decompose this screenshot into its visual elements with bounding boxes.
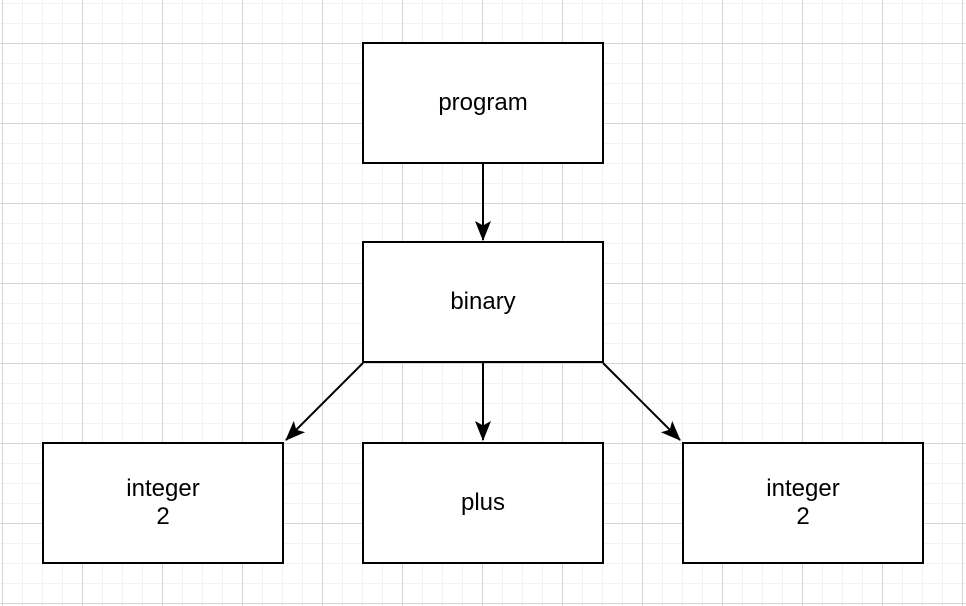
node-integer-right-label: integer: [766, 475, 840, 503]
node-binary[interactable]: binary: [362, 241, 604, 363]
node-integer-right-value: 2: [796, 503, 810, 530]
node-integer-left-label: integer: [126, 475, 200, 503]
node-plus[interactable]: plus: [362, 442, 604, 564]
edge-binary-to-integer-left: [285, 362, 364, 441]
node-binary-label: binary: [450, 288, 516, 316]
node-integer-left-value: 2: [156, 503, 170, 530]
node-plus-label: plus: [460, 489, 506, 517]
node-integer-left[interactable]: integer 2: [42, 442, 284, 564]
node-program[interactable]: program: [362, 42, 604, 164]
edge-binary-to-integer-right: [602, 362, 681, 441]
node-integer-right[interactable]: integer 2: [682, 442, 924, 564]
node-program-label: program: [438, 89, 528, 117]
